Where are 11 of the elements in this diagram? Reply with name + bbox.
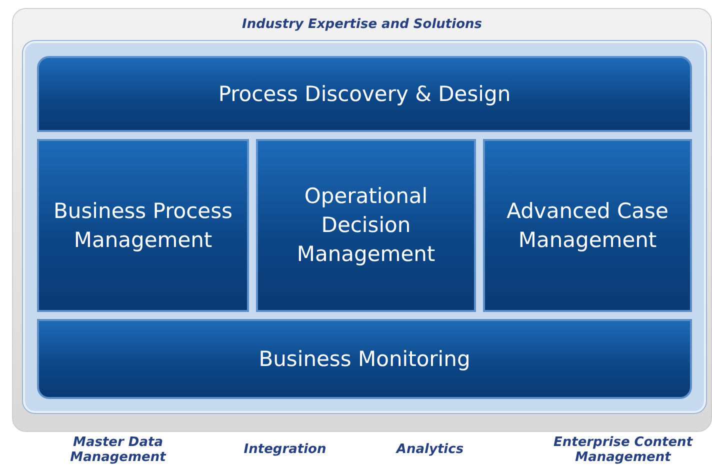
layer-block: Advanced Case Management xyxy=(483,139,692,312)
panel-title: Industry Expertise and Solutions xyxy=(240,17,484,32)
category-label: Enterprise Content Management xyxy=(552,435,694,465)
layer-block: Operational Decision Management xyxy=(256,139,476,312)
category-label: Integration xyxy=(242,442,328,457)
category-label: Master Data Management xyxy=(69,435,168,465)
layer-block: Business Monitoring xyxy=(37,319,692,399)
layer-block: Business Process Management xyxy=(37,139,249,312)
category-label: Analytics xyxy=(394,442,465,457)
layer-block: Process Discovery & Design xyxy=(37,56,692,132)
panel-background xyxy=(12,8,712,432)
